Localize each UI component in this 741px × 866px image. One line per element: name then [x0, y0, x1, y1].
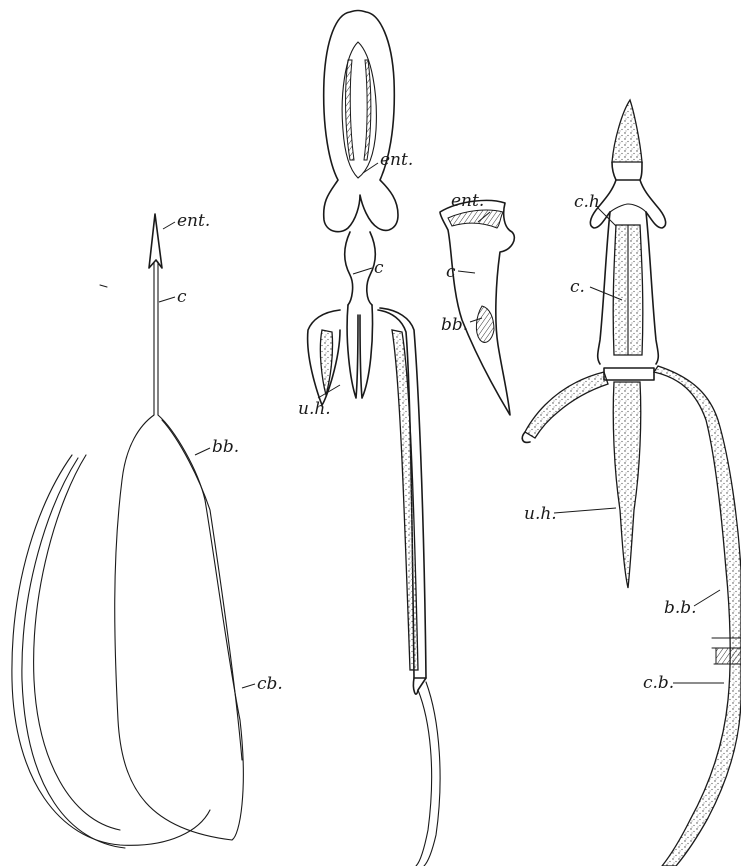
fig1-ceratobranchial-left: [12, 455, 210, 845]
fig1-entoglossal: [149, 214, 162, 268]
fig2-label-uh: u.h.: [298, 399, 331, 419]
fig2-entoglossal: [324, 11, 398, 232]
fig2-label-c: c: [374, 258, 384, 278]
figure-4: c.h c. u.h. b.b. c.b.: [522, 100, 741, 866]
fig3-label-ent: ent.: [451, 191, 484, 211]
fig2-urohyal: [347, 305, 372, 398]
fig4-label-ch: c.h: [574, 192, 600, 212]
fig4-label-uh: u.h.: [524, 504, 557, 524]
figure-1: ent. c bb. cb.: [12, 211, 283, 848]
fig3-label-bb: bb.: [441, 315, 468, 335]
fig4-label-c: c.: [570, 277, 585, 297]
fig1-ceratobranchial-right: [115, 415, 244, 840]
fig2-label-ent: ent.: [380, 150, 413, 170]
fig3-label-c: c: [446, 262, 456, 282]
fig1-label-c: c: [177, 287, 187, 307]
fig1-label-cb: cb.: [257, 674, 283, 694]
fig4-entoglossal: [612, 100, 642, 162]
fig3-outline: [440, 200, 514, 415]
fig4-label-cb: c.b.: [643, 673, 674, 693]
fig4-label-bb: b.b.: [664, 598, 697, 618]
figure-2: ent. c u.h.: [298, 11, 440, 866]
fig3-basibranchial-hatch: [476, 306, 494, 342]
fig4-urohyal: [613, 382, 641, 588]
fig1-copula: [154, 262, 158, 415]
fig1-label-ent: ent.: [177, 211, 210, 231]
fig1-label-bb: bb.: [212, 437, 239, 457]
figure-3: ent. c bb.: [440, 191, 514, 415]
fig4-left-arm: [525, 372, 608, 438]
fig3-entoglossal-hatch: [448, 210, 503, 228]
